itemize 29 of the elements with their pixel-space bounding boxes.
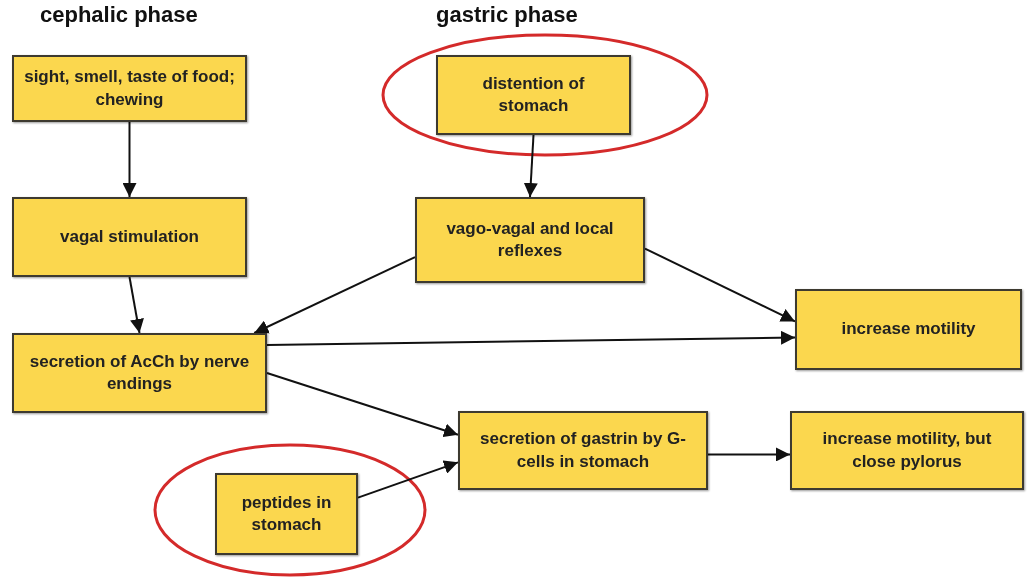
arrow bbox=[523, 134, 538, 198]
box-label: secretion of gastrin by G-cells in stomach bbox=[479, 428, 687, 473]
box-label: increase motility, but close pylorus bbox=[821, 428, 993, 473]
process-box bbox=[790, 411, 1024, 490]
box-label: sight, smell, taste of food; chewing bbox=[24, 66, 235, 111]
box-label: vago-vagal and local reflexes bbox=[445, 217, 615, 262]
process-box bbox=[12, 55, 247, 122]
arrow bbox=[707, 447, 791, 462]
box-label: peptides in stomach bbox=[240, 491, 333, 536]
box-label: increase motility bbox=[841, 318, 976, 341]
arrow bbox=[128, 276, 144, 334]
box-label: distention of stomach bbox=[481, 72, 586, 117]
process-box bbox=[458, 411, 708, 490]
arrow bbox=[266, 330, 796, 346]
phase-heading: cephalic phase bbox=[40, 2, 198, 28]
process-box bbox=[795, 289, 1022, 370]
process-box bbox=[436, 55, 631, 135]
box-label: secretion of AcCh by nerve endings bbox=[28, 350, 251, 395]
arrow bbox=[266, 372, 459, 438]
arrow bbox=[253, 256, 416, 334]
process-box bbox=[415, 197, 645, 283]
phase-heading: gastric phase bbox=[436, 2, 578, 28]
process-box bbox=[12, 197, 247, 277]
arrow bbox=[122, 121, 137, 198]
process-box bbox=[12, 333, 267, 413]
process-box bbox=[215, 473, 358, 555]
arrow bbox=[357, 460, 459, 499]
box-label: vagal stimulation bbox=[60, 225, 199, 248]
arrow bbox=[644, 247, 796, 323]
